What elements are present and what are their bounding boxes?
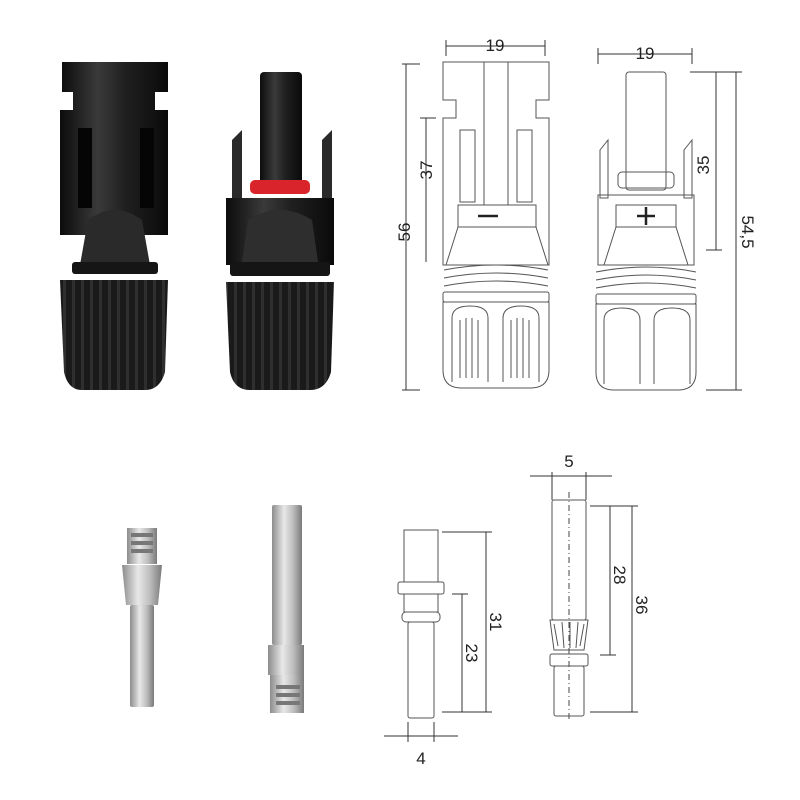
- female-connector-photo: [60, 62, 168, 390]
- female-length-label: 56: [395, 223, 414, 242]
- female-width-label: 19: [486, 36, 505, 55]
- female-contact-socket-photo: [268, 505, 304, 713]
- socket-partial-label: 28: [610, 566, 629, 585]
- male-contact-pin-photo: [122, 528, 162, 707]
- socket-width-label: 5: [564, 452, 573, 471]
- female-housing-drawing: [402, 40, 550, 391]
- female-inner-label: 37: [417, 161, 436, 180]
- male-housing-drawing: [595, 48, 742, 391]
- male-length-label: 54,5: [738, 215, 757, 248]
- socket-contact-drawing: [530, 472, 638, 720]
- red-seal-ring: [250, 180, 310, 194]
- pin-total-label: 31: [486, 613, 505, 632]
- male-width-label: 19: [636, 44, 655, 63]
- socket-total-label: 36: [632, 596, 651, 615]
- male-inner-label: 35: [694, 156, 713, 175]
- male-connector-photo: [226, 72, 334, 390]
- pin-partial-label: 23: [462, 644, 481, 663]
- pin-diameter-label: 4: [416, 749, 425, 768]
- pin-contact-drawing: [384, 529, 492, 742]
